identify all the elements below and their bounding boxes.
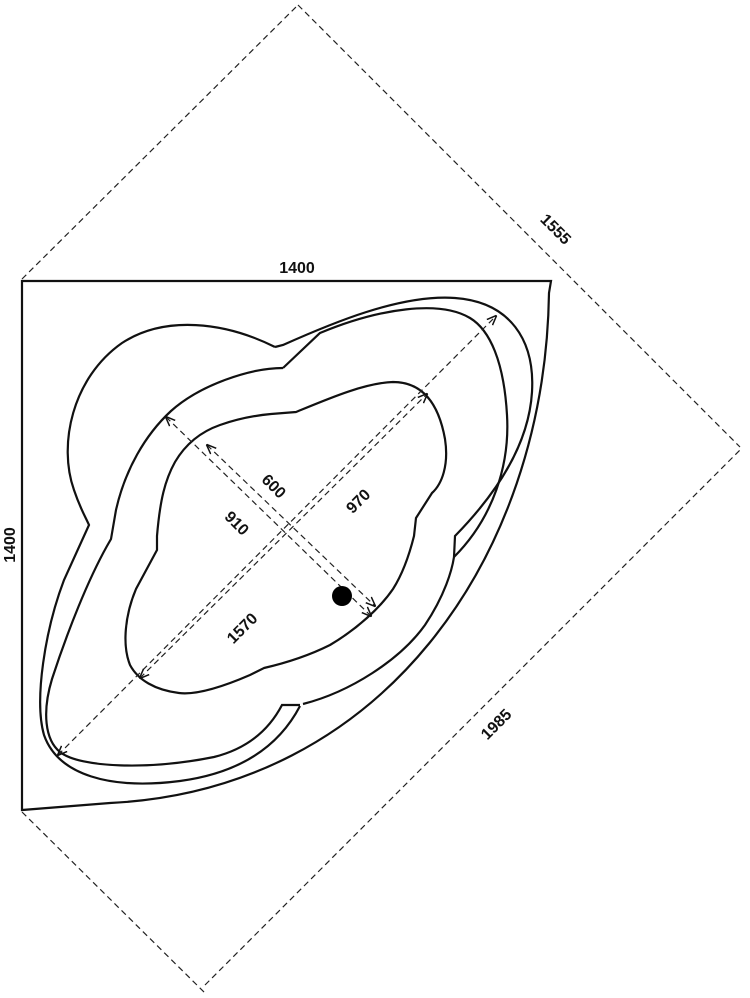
label-diagonal-1555: 1555 [537, 211, 574, 248]
basin-edge-left [45, 366, 300, 767]
outer-rim-top [274, 296, 534, 558]
drain-hole-icon [332, 586, 352, 606]
dim-line-600 [207, 445, 375, 606]
dim-line-910 [166, 417, 371, 616]
dim-line-1570 [58, 316, 496, 755]
label-inner-width-910: 910 [221, 508, 252, 539]
label-diagonal-1985: 1985 [478, 706, 515, 743]
label-top-width: 1400 [279, 260, 315, 277]
inner-basin [124, 380, 448, 695]
dim-line-1555 [297, 4, 741, 448]
label-basin-length-970: 970 [343, 486, 374, 517]
dim-line-970 [140, 394, 427, 678]
label-left-height: 1400 [2, 527, 19, 563]
outer-rim-left [39, 323, 301, 785]
label-inner-length-1570: 1570 [224, 610, 261, 647]
dim-line-1555-left-leg [21, 4, 299, 280]
inner-rim-right [282, 307, 509, 558]
dim-line-1985-left-leg [21, 811, 206, 994]
dim-line-1985 [204, 449, 741, 986]
label-basin-width-600: 600 [258, 471, 289, 502]
basin-edge-right [302, 556, 456, 706]
